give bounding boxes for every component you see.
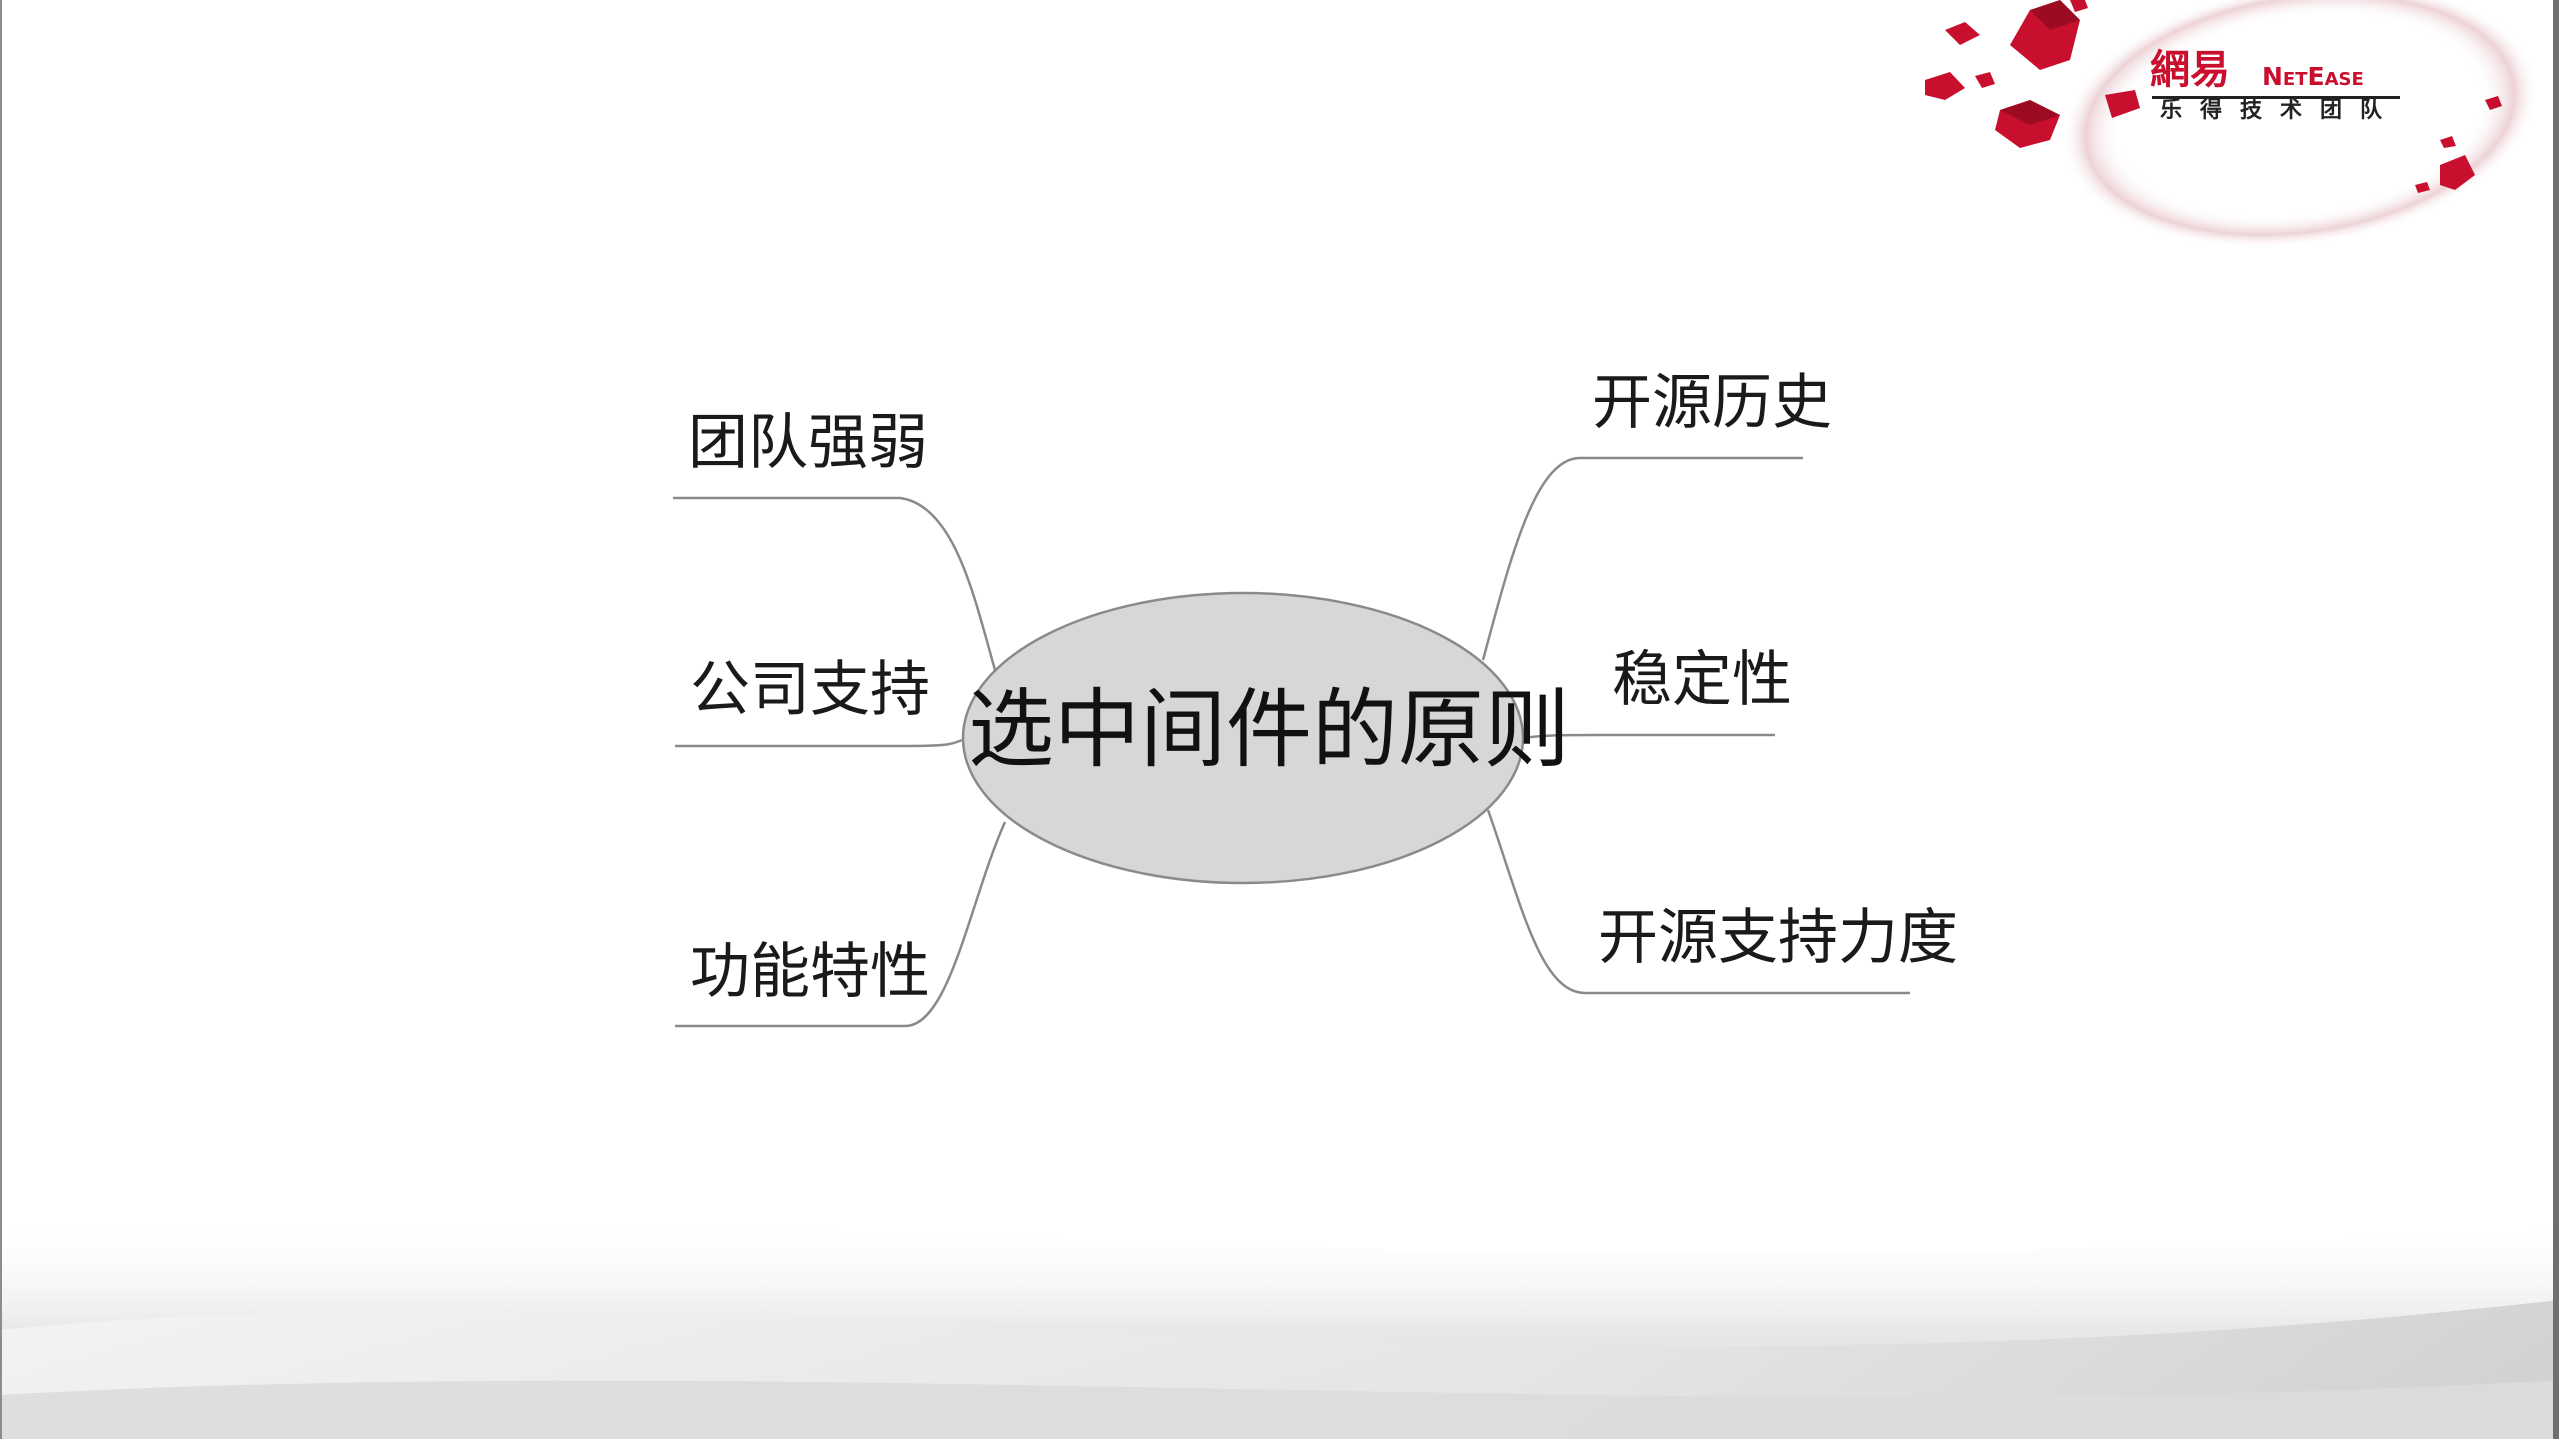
- connector-left-3: [675, 821, 1007, 1028]
- connector-left-1: [673, 496, 997, 671]
- branch-right-3-label: 开源支持力度: [1598, 903, 1958, 973]
- logo-divider: [2152, 96, 2400, 99]
- logo-team: 乐得技术团队: [2160, 98, 2401, 123]
- branch-right-2-label: 稳定性: [1612, 645, 1792, 715]
- connector-right-3: [1486, 809, 1910, 995]
- branch-left-1-label: 团队强弱: [688, 408, 928, 478]
- branch-left-3-label: 功能特性: [690, 937, 930, 1007]
- slide-border: [0, 0, 2, 1439]
- center-node-label: 选中间件的原则: [968, 680, 1570, 780]
- center-node: [961, 591, 1525, 885]
- branch-left-2-label: 公司支持: [690, 655, 930, 725]
- branch-right-1-label: 开源历史: [1592, 368, 1832, 438]
- connector-right-1: [1481, 456, 1803, 661]
- logo-english: NetEase: [2262, 62, 2364, 91]
- slide-border-right: [2553, 0, 2559, 1439]
- connector-left-2: [675, 738, 963, 748]
- connector-right-2: [1522, 733, 1775, 740]
- logo-chinese: 網易: [2150, 46, 2230, 93]
